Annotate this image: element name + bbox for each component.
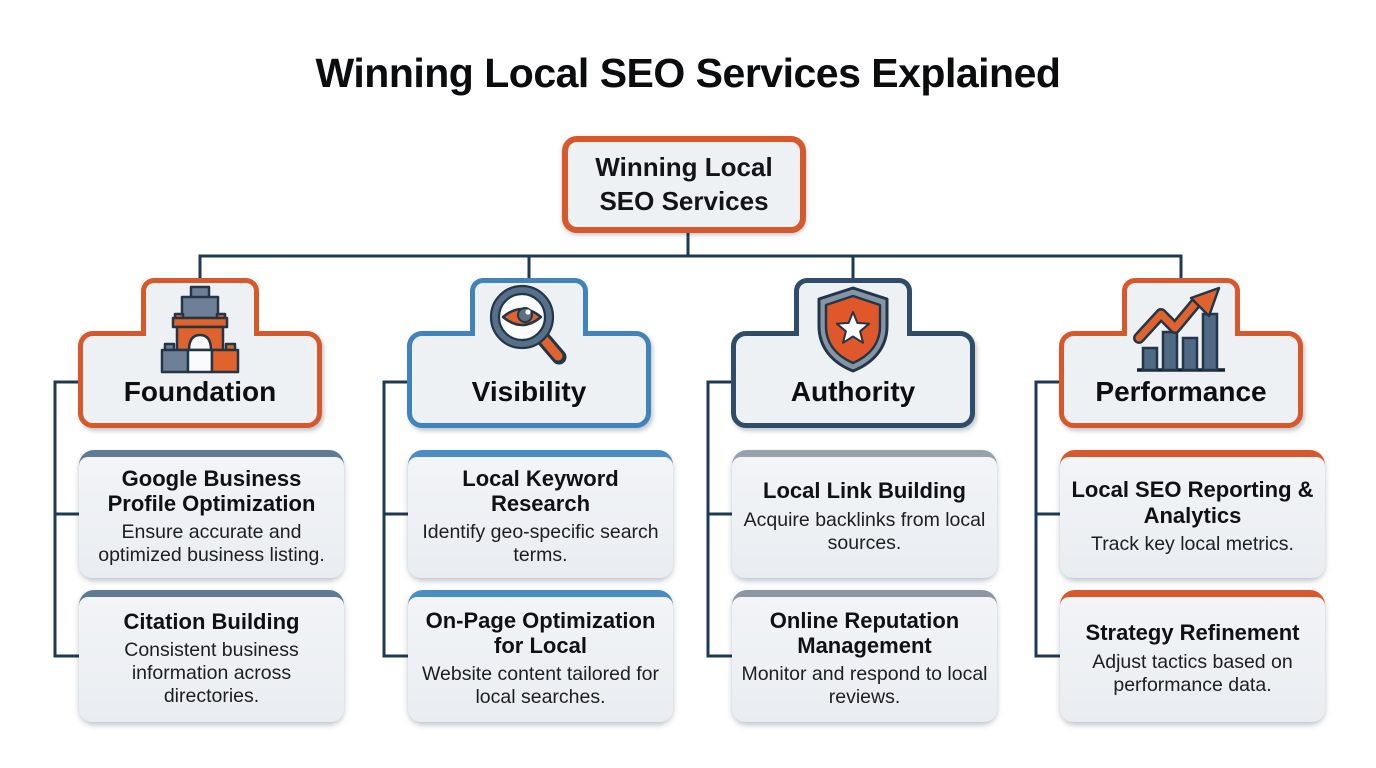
sub-card-title: Local Link Building — [763, 478, 966, 504]
sub-card-description: Acquire backlinks from local sources. — [743, 508, 986, 554]
sub-card: Online Reputation Management Monitor and… — [732, 590, 997, 722]
visibility-branch-connector — [382, 380, 410, 658]
sub-card: Local SEO Reporting & Analytics Track ke… — [1060, 450, 1325, 578]
sub-card-description: Ensure accurate and optimized business l… — [98, 521, 325, 567]
branch-label: Foundation — [123, 376, 277, 407]
sub-card-description: Identify geo-specific search terms. — [422, 521, 659, 567]
eye-magnifier-icon — [489, 284, 567, 365]
connector-lines-group — [53, 229, 1183, 658]
branch-label: Authority — [790, 376, 916, 407]
sub-card-title: On-Page Optimization for Local — [425, 607, 656, 658]
sub-card-title: Strategy Refinement — [1085, 620, 1300, 646]
root-tree-connector — [198, 229, 1183, 282]
branch-label: Visibility — [471, 376, 587, 407]
sub-card-description: Website content tailored for local searc… — [421, 663, 660, 709]
growth-chart-icon — [1133, 286, 1225, 372]
sub-card-description: Monitor and respond to local reviews. — [741, 663, 988, 709]
branch-label: Performance — [1095, 376, 1267, 407]
sub-card-title: Local SEO Reporting & Analytics — [1071, 477, 1314, 528]
root-node-label-line1: Winning Local — [595, 151, 773, 182]
sub-card: Google Business Profile Optimization Ens… — [79, 450, 344, 578]
sub-card-title: Google Business Profile Optimization — [107, 465, 316, 516]
sub-card-title: Local Keyword Research — [462, 465, 619, 516]
sub-card: Local Link Building Acquire backlinks fr… — [732, 450, 997, 578]
sub-card-title: Online Reputation Management — [769, 607, 960, 658]
page-title: Winning Local SEO Services Explained — [315, 50, 1061, 96]
sub-card: Strategy Refinement Adjust tactics based… — [1060, 590, 1325, 722]
sub-card-description: Track key local metrics. — [1091, 532, 1294, 555]
sub-card-description: Adjust tactics based on performance data… — [1092, 650, 1293, 696]
root-node: Winning Local SEO Services — [562, 136, 806, 233]
building-blocks-icon — [160, 285, 240, 374]
sub-card-title: Citation Building — [123, 608, 300, 634]
performance-branch-connector — [1034, 380, 1062, 658]
sub-card-description: Consistent business information across d… — [124, 639, 299, 708]
sub-card: Citation Building Consistent business in… — [79, 590, 344, 722]
foundation-branch-connector — [53, 380, 81, 658]
sub-card: Local Keyword Research Identify geo-spec… — [408, 450, 673, 578]
authority-branch-connector — [706, 380, 734, 658]
root-node-label-line2: SEO Services — [599, 185, 769, 216]
shield-star-icon — [817, 286, 889, 373]
sub-card: On-Page Optimization for Local Website c… — [408, 590, 673, 722]
